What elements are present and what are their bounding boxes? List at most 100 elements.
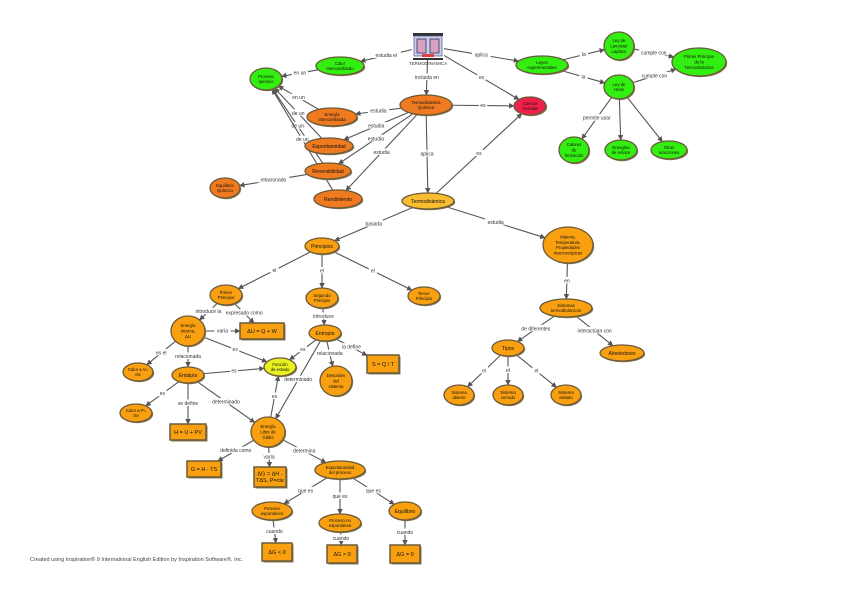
node-label: S = Q / T	[372, 362, 395, 368]
node-b1[interactable]: ΔG < 0	[261, 542, 294, 563]
edge-label: es	[476, 151, 482, 157]
node-label: Lavoisier	[610, 44, 628, 49]
edge-gibbs-dgbox: varía	[261, 446, 278, 468]
node-label: Espontaneidad	[326, 465, 355, 470]
node-label: Libre de	[260, 430, 276, 435]
edge-u-dubox: varía	[205, 327, 241, 335]
node-b3[interactable]: ΔG = 0	[389, 544, 422, 565]
edge-u-func: es	[203, 336, 268, 363]
node-label: Cerrada	[522, 106, 538, 111]
edge-tq-rend: estudia	[345, 114, 418, 191]
edge-rever-equiq: relacionado	[239, 173, 308, 188]
node-tipos[interactable]: Tipos	[491, 339, 526, 358]
node-tclas[interactable]: Termodinámica	[401, 192, 456, 211]
node-dubox[interactable]: ΔU = Q + W	[239, 322, 286, 341]
node-equil[interactable]: Equilibrio	[388, 501, 423, 522]
edge-p1-dubox: expresado como	[224, 303, 264, 324]
node-label: Ley de	[613, 82, 627, 87]
node-rever[interactable]: Reversibilidad	[304, 162, 353, 181]
node-label: Calor a P=	[126, 408, 147, 413]
edge-princ-p2: el	[317, 254, 327, 289]
edge-root-tq: incluida en	[411, 59, 443, 96]
node-label: de la	[694, 60, 704, 65]
node-label: Primer Principio	[684, 54, 715, 59]
node-cp[interactable]: Calor a P=cte	[119, 403, 154, 424]
node-label: Calores	[567, 142, 582, 147]
edge-espp-pesp: que es	[283, 477, 328, 505]
node-label: químico	[258, 79, 274, 84]
node-espon[interactable]: Espontaneidad	[304, 137, 355, 156]
node-label: Termodinámica	[411, 100, 441, 105]
node-rend[interactable]: Rendimiento	[313, 189, 364, 210]
edge-label: cumple con	[642, 73, 668, 79]
node-entro[interactable]: Entropía	[308, 324, 343, 343]
node-label: Hess	[614, 87, 624, 92]
edge-label: que es	[366, 489, 382, 495]
node-label: Segundo	[313, 293, 331, 298]
edge-label: el	[272, 268, 276, 274]
node-cv[interactable]: Calor a V=cte	[122, 362, 155, 383]
node-label: cerrado	[501, 395, 516, 400]
edge-tclas-ciencia: es	[435, 113, 523, 194]
edge-hess-calores: permite usar	[579, 97, 614, 140]
node-sbox[interactable]: S = Q / T	[366, 354, 401, 375]
node-b2[interactable]: ΔG > 0	[326, 544, 359, 565]
node-label: ΔU	[185, 334, 191, 339]
node-gbox[interactable]: G = H - TS	[186, 460, 223, 479]
root-node[interactable]: TERMODINAMICA	[409, 33, 447, 66]
edge-label: determinado	[284, 377, 312, 383]
edge-label: expresado como	[226, 311, 263, 317]
node-hbox[interactable]: H = U + PV	[169, 423, 208, 442]
node-label: de estado	[271, 367, 290, 372]
node-label: Proceso	[258, 74, 274, 79]
thermodynamics-machine-icon	[413, 33, 443, 60]
node-label: macroscópicas	[554, 250, 583, 255]
node-ental[interactable]: Entalpía	[171, 366, 206, 385]
edge-label: estudia	[370, 109, 386, 115]
node-label: ΔG < 0	[268, 550, 285, 556]
node-mat[interactable]: Materia,Temperatura,Propiedadesmacroscóp…	[542, 226, 595, 265]
node-label: Primer	[220, 290, 233, 295]
node-dgbox[interactable]: ΔG = ΔH -TΔS, P=cte	[253, 466, 288, 489]
edge-eint-proceso: en un	[277, 85, 320, 110]
node-label: Espontaneidad	[312, 144, 346, 150]
edge-tq-tclas: aplica	[417, 114, 437, 194]
edge-label: determinado	[212, 400, 240, 406]
node-label: Gibbs	[262, 435, 273, 440]
node-label: Propiedades	[556, 245, 580, 250]
node-alre[interactable]: Alrededores	[599, 344, 646, 363]
node-label: Proceso no	[329, 518, 351, 523]
edge-tipos-cerr: el	[503, 356, 513, 386]
node-princ[interactable]: Principios	[304, 237, 341, 256]
edge-label: aplica	[420, 151, 433, 157]
edge-espp-equil: que es	[352, 477, 395, 505]
